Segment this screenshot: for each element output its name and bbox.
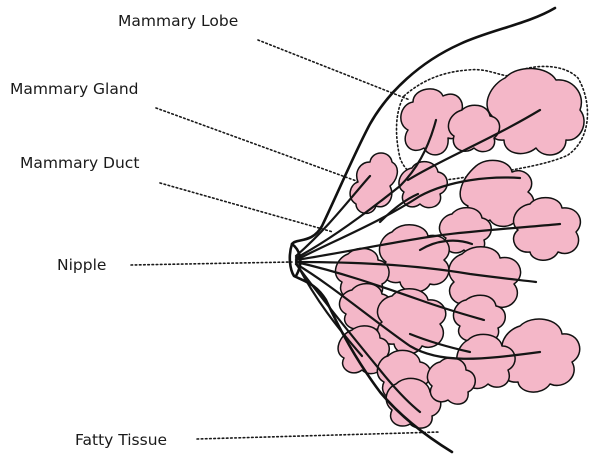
leader-mammary-gland — [156, 108, 362, 183]
mammary-glands — [335, 68, 584, 428]
label-mammary-duct: Mammary Duct — [20, 154, 139, 172]
leader-mammary-lobe — [258, 40, 410, 100]
label-mammary-lobe: Mammary Lobe — [118, 12, 238, 30]
label-fatty-tissue: Fatty Tissue — [75, 431, 167, 449]
label-mammary-gland: Mammary Gland — [10, 80, 139, 98]
leader-nipple — [131, 262, 292, 265]
label-nipple: Nipple — [57, 256, 106, 274]
leader-fatty-tissue — [197, 432, 440, 439]
leader-mammary-duct — [160, 183, 333, 232]
